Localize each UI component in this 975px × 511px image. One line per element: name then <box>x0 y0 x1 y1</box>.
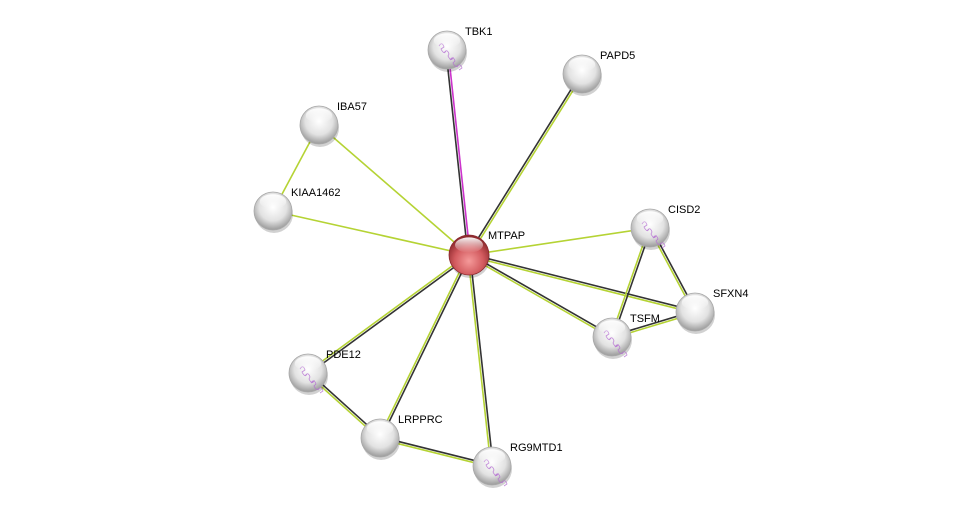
edge-evidence-line <box>272 210 470 256</box>
node-pde12[interactable]: PDE12 <box>288 349 361 395</box>
edge-mtpap-kiaa1462[interactable] <box>272 210 470 256</box>
node-highlight <box>294 356 322 371</box>
nodes-layer: MTPAP TBK1PAPD5IBA57KIAA1462CISD2SFXN4TSF… <box>253 26 748 488</box>
edge-evidence-line <box>468 227 651 256</box>
node-label[interactable]: TSFM <box>630 313 660 325</box>
edge-mtpap-sfxn4[interactable] <box>468 253 696 314</box>
node-label[interactable]: LRPPRC <box>398 414 443 426</box>
edge-mtpap-papd5[interactable] <box>467 72 584 257</box>
edge-mtpap-tbk1[interactable] <box>445 49 471 256</box>
node-kiaa1462[interactable]: KIAA1462 <box>253 187 341 233</box>
node-tbk1[interactable]: TBK1 <box>427 26 493 72</box>
node-highlight <box>455 237 483 253</box>
node-label[interactable]: MTPAP <box>488 230 525 242</box>
edge-mtpap-tsfm[interactable] <box>468 253 613 339</box>
edge-evidence-line <box>467 72 582 255</box>
node-label[interactable]: IBA57 <box>337 101 367 113</box>
edge-mtpap-cisd2[interactable] <box>468 227 651 256</box>
node-highlight <box>366 421 394 436</box>
node-lrpprc[interactable]: LRPPRC <box>360 414 443 460</box>
node-highlight <box>259 194 287 209</box>
edge-evidence-line <box>469 253 696 312</box>
node-highlight <box>433 33 461 48</box>
node-iba57[interactable]: IBA57 <box>299 101 367 147</box>
edge-evidence-line <box>447 49 471 255</box>
node-highlight <box>478 449 506 464</box>
protein-structure-icon <box>641 221 666 249</box>
node-papd5[interactable]: PAPD5 <box>562 50 635 96</box>
edge-evidence-line <box>469 253 613 337</box>
edge-evidence-line <box>467 255 492 467</box>
node-highlight <box>305 108 333 123</box>
edge-mtpap-iba57[interactable] <box>318 124 470 256</box>
edge-evidence-line <box>469 74 584 257</box>
protein-structure-icon <box>483 459 508 487</box>
node-label[interactable]: KIAA1462 <box>291 187 341 199</box>
edge-evidence-line <box>306 253 469 373</box>
protein-structure-icon <box>299 366 324 394</box>
node-mtpap[interactable]: MTPAP <box>448 230 525 278</box>
edge-evidence-line <box>468 255 695 314</box>
node-cisd2[interactable]: CISD2 <box>630 204 700 250</box>
node-label[interactable]: SFXN4 <box>713 288 748 300</box>
edge-evidence-line <box>445 50 469 256</box>
node-highlight <box>568 57 596 72</box>
protein-structure-icon <box>603 330 628 358</box>
edge-mtpap-lrpprc[interactable] <box>378 254 471 439</box>
node-rg9mtd1[interactable]: RG9MTD1 <box>472 442 563 488</box>
edge-evidence-line <box>469 254 494 466</box>
node-label[interactable]: CISD2 <box>668 204 700 216</box>
node-highlight <box>681 295 709 310</box>
edge-evidence-line <box>318 124 470 256</box>
node-label[interactable]: PAPD5 <box>600 50 635 62</box>
edge-evidence-line <box>380 255 471 439</box>
node-highlight <box>636 211 664 226</box>
node-sfxn4[interactable]: SFXN4 <box>675 288 748 334</box>
node-tsfm[interactable]: TSFM <box>592 313 660 359</box>
node-label[interactable]: PDE12 <box>326 349 361 361</box>
node-highlight <box>598 320 626 335</box>
node-label[interactable]: TBK1 <box>465 26 493 38</box>
edge-evidence-line <box>468 255 612 339</box>
edge-mtpap-rg9mtd1[interactable] <box>467 254 494 467</box>
protein-structure-icon <box>438 43 463 71</box>
edge-evidence-line <box>378 254 469 438</box>
edge-evidence-line <box>308 255 471 375</box>
edge-mtpap-pde12[interactable] <box>306 253 471 375</box>
node-label[interactable]: RG9MTD1 <box>510 442 563 454</box>
